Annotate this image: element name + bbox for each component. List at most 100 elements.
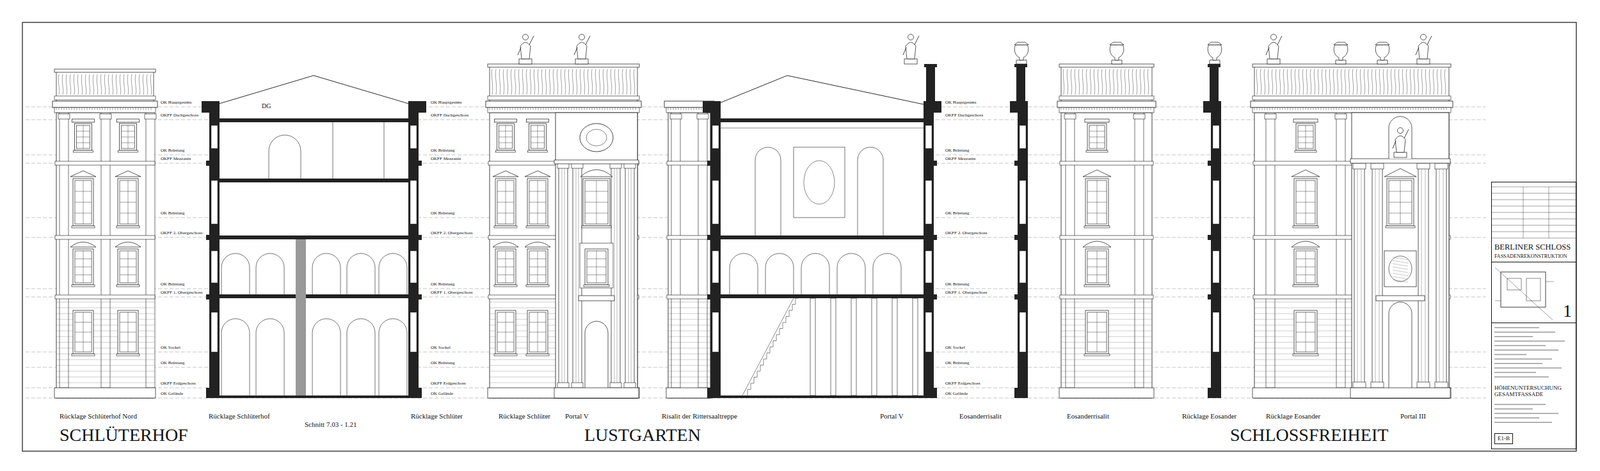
drawing-stroke (579, 107, 580, 111)
drawing-stroke (564, 168, 566, 383)
drawing-stroke (698, 302, 708, 303)
drawing-stroke (117, 119, 140, 123)
drawing-stroke (707, 294, 711, 300)
drawing-stroke (76, 136, 91, 138)
drawing-stroke (110, 107, 111, 111)
drawing-stroke (117, 310, 139, 354)
drawing-stroke (1014, 387, 1018, 399)
drawing-stroke (145, 353, 155, 355)
drawing-stroke (1085, 248, 1109, 285)
drawing-stroke (22, 22, 1577, 452)
drawing-stroke (584, 180, 608, 224)
view-label: Rücklage Schlüter (497, 412, 552, 420)
drawing-stroke (1494, 349, 1559, 351)
drawing-stroke (384, 122, 385, 179)
drawing-stroke (1134, 325, 1144, 326)
drawing-stroke (1105, 69, 1106, 95)
drawing-stroke (554, 160, 639, 164)
drawing-stroke (206, 160, 210, 166)
drawing-stroke (803, 160, 835, 205)
drawing-stroke (495, 248, 516, 285)
drawing-stroke (1350, 158, 1451, 164)
drawing-stroke (487, 387, 640, 399)
level-label: OK Gelände (944, 391, 969, 397)
drawing-stroke (1254, 107, 1256, 111)
drawing-stroke (138, 107, 139, 111)
drawing-stroke (1283, 69, 1284, 95)
drawing-stroke (1122, 107, 1124, 111)
drawing-stroke (1207, 160, 1211, 166)
drawing-stroke (1336, 353, 1346, 355)
drawing-stroke (1294, 310, 1318, 354)
drawing-stroke (675, 107, 677, 111)
level-label: OK Brüstung (430, 282, 456, 288)
drawing-stroke (1494, 336, 1533, 337)
drawing-stroke (1310, 107, 1312, 111)
drawing-stroke (418, 294, 422, 300)
drawing-stroke (499, 142, 513, 144)
level-label: OK Brüstung (944, 282, 971, 288)
level-label: OK Sockel (944, 345, 966, 351)
drawing-stroke (295, 239, 306, 396)
drawing-stroke (1416, 163, 1430, 169)
drawing-stroke (59, 112, 69, 388)
drawing-stroke (1128, 69, 1129, 95)
drawing-stroke (1210, 112, 1222, 399)
drawing-stroke (1494, 353, 1527, 355)
drawing-stroke (209, 294, 419, 299)
drawing-stroke (1318, 107, 1320, 111)
drawing-stroke (515, 107, 516, 111)
drawing-stroke (494, 119, 518, 123)
drawing-stroke (1336, 359, 1346, 361)
drawing-stroke (1059, 295, 1154, 299)
drawing-stroke (529, 123, 547, 151)
drawing-stroke (487, 107, 640, 113)
drawing-stroke (1087, 274, 1107, 276)
drawing-stroke (529, 312, 546, 352)
drawing-stroke (1335, 113, 1347, 120)
drawing-stroke (529, 213, 546, 214)
drawing-stroke (520, 107, 521, 111)
view-label: Risalit der Rittersaaltreppe (661, 412, 738, 420)
drawing-stroke (1265, 371, 1275, 372)
drawing-stroke (537, 69, 539, 95)
drawing-stroke (1134, 302, 1144, 303)
drawing-stroke (1303, 107, 1304, 111)
drawing-stroke (1143, 69, 1145, 95)
drawing-stroke (85, 74, 86, 95)
drawing-stroke (720, 128, 924, 129)
drawing-stroke (1111, 60, 1122, 64)
level-label: OKFF Mezzanin (944, 156, 976, 162)
room-label: DG (261, 102, 272, 110)
drawing-stroke (1212, 250, 1220, 283)
drawing-stroke (1068, 107, 1070, 111)
drawing-stroke (1491, 231, 1577, 233)
drawing-stroke (871, 298, 877, 396)
drawing-stroke (1369, 107, 1371, 111)
drawing-stroke (1065, 382, 1075, 384)
drawing-stroke (1145, 107, 1147, 111)
drawing-stroke (1420, 34, 1427, 41)
drawing-stroke (548, 107, 550, 111)
drawing-stroke (712, 125, 719, 149)
drawing-stroke (696, 107, 697, 111)
drawing-stroke (549, 69, 550, 95)
drawing-stroke (1352, 69, 1353, 95)
drawing-stroke (566, 107, 568, 111)
drawing-stroke (1293, 119, 1318, 123)
drawing-stroke (1491, 186, 1577, 188)
drawing-stroke (579, 243, 614, 288)
drawing-stroke (1084, 107, 1085, 111)
drawing-stroke (71, 353, 95, 356)
drawing-stroke (698, 365, 708, 367)
drawing-stroke (497, 312, 514, 352)
drawing-stroke (837, 253, 866, 295)
drawing-stroke (1065, 353, 1075, 355)
drawing-stroke (1089, 136, 1105, 138)
drawing-stroke (1087, 180, 1107, 224)
view-label: Portal III (1399, 412, 1427, 420)
drawing-stroke (1065, 325, 1075, 326)
drawing-stroke (614, 168, 616, 383)
drawing-stroke (1491, 199, 1577, 201)
drawing-stroke (923, 112, 934, 399)
